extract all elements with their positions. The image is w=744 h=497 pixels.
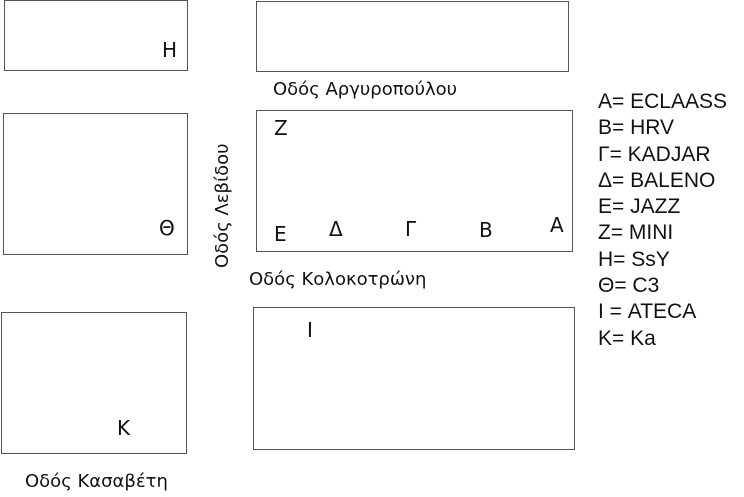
marker-iota: Ι	[307, 318, 313, 342]
marker-zeta: Ζ	[274, 116, 288, 140]
legend: Α= ECLAASS Β= HRV Γ= KADJAR Δ= BALENO Ε=…	[598, 89, 727, 352]
legend-item-theta: Θ= C3	[598, 274, 660, 298]
marker-theta: Θ	[159, 216, 175, 240]
block-top-center	[256, 1, 569, 72]
legend-item-beta: Β= HRV	[598, 116, 675, 140]
street-kasaveti: Οδός Κασαβέτη	[25, 471, 168, 492]
marker-delta: Δ	[329, 217, 343, 241]
block-bottom-left: Κ	[1, 312, 187, 454]
block-mid-left: Θ	[3, 113, 188, 255]
street-kolokotroni: Οδός Κολοκοτρώνη	[249, 269, 427, 290]
legend-item-kappa: Κ= Ka	[598, 326, 656, 350]
street-levidou: Οδός Λεβίδου	[212, 143, 233, 268]
marker-eta: Η	[162, 38, 178, 62]
block-bottom-center: Ι	[253, 307, 575, 450]
legend-item-eta: Η= SsY	[598, 247, 670, 271]
street-argyropoulou: Οδός Αργυροπούλου	[273, 79, 458, 100]
legend-item-delta: Δ= BALENO	[598, 168, 716, 192]
marker-beta: Β	[479, 218, 493, 242]
marker-kappa: Κ	[117, 416, 131, 440]
marker-gamma: Γ	[405, 217, 417, 241]
legend-item-alpha: Α= ECLAASS	[598, 90, 727, 113]
block-top-left: Η	[4, 0, 188, 71]
legend-item-gamma: Γ= KADJAR	[598, 142, 711, 166]
legend-item-zeta: Ζ= MINI	[598, 221, 674, 245]
block-mid-center: Ζ Ε Δ Γ Β Α	[256, 110, 573, 252]
marker-alpha: Α	[550, 213, 564, 237]
legend-item-epsilon: Ε= JAZZ	[598, 195, 681, 219]
marker-epsilon: Ε	[274, 222, 287, 246]
legend-item-iota: Ι = ATECA	[598, 300, 697, 324]
